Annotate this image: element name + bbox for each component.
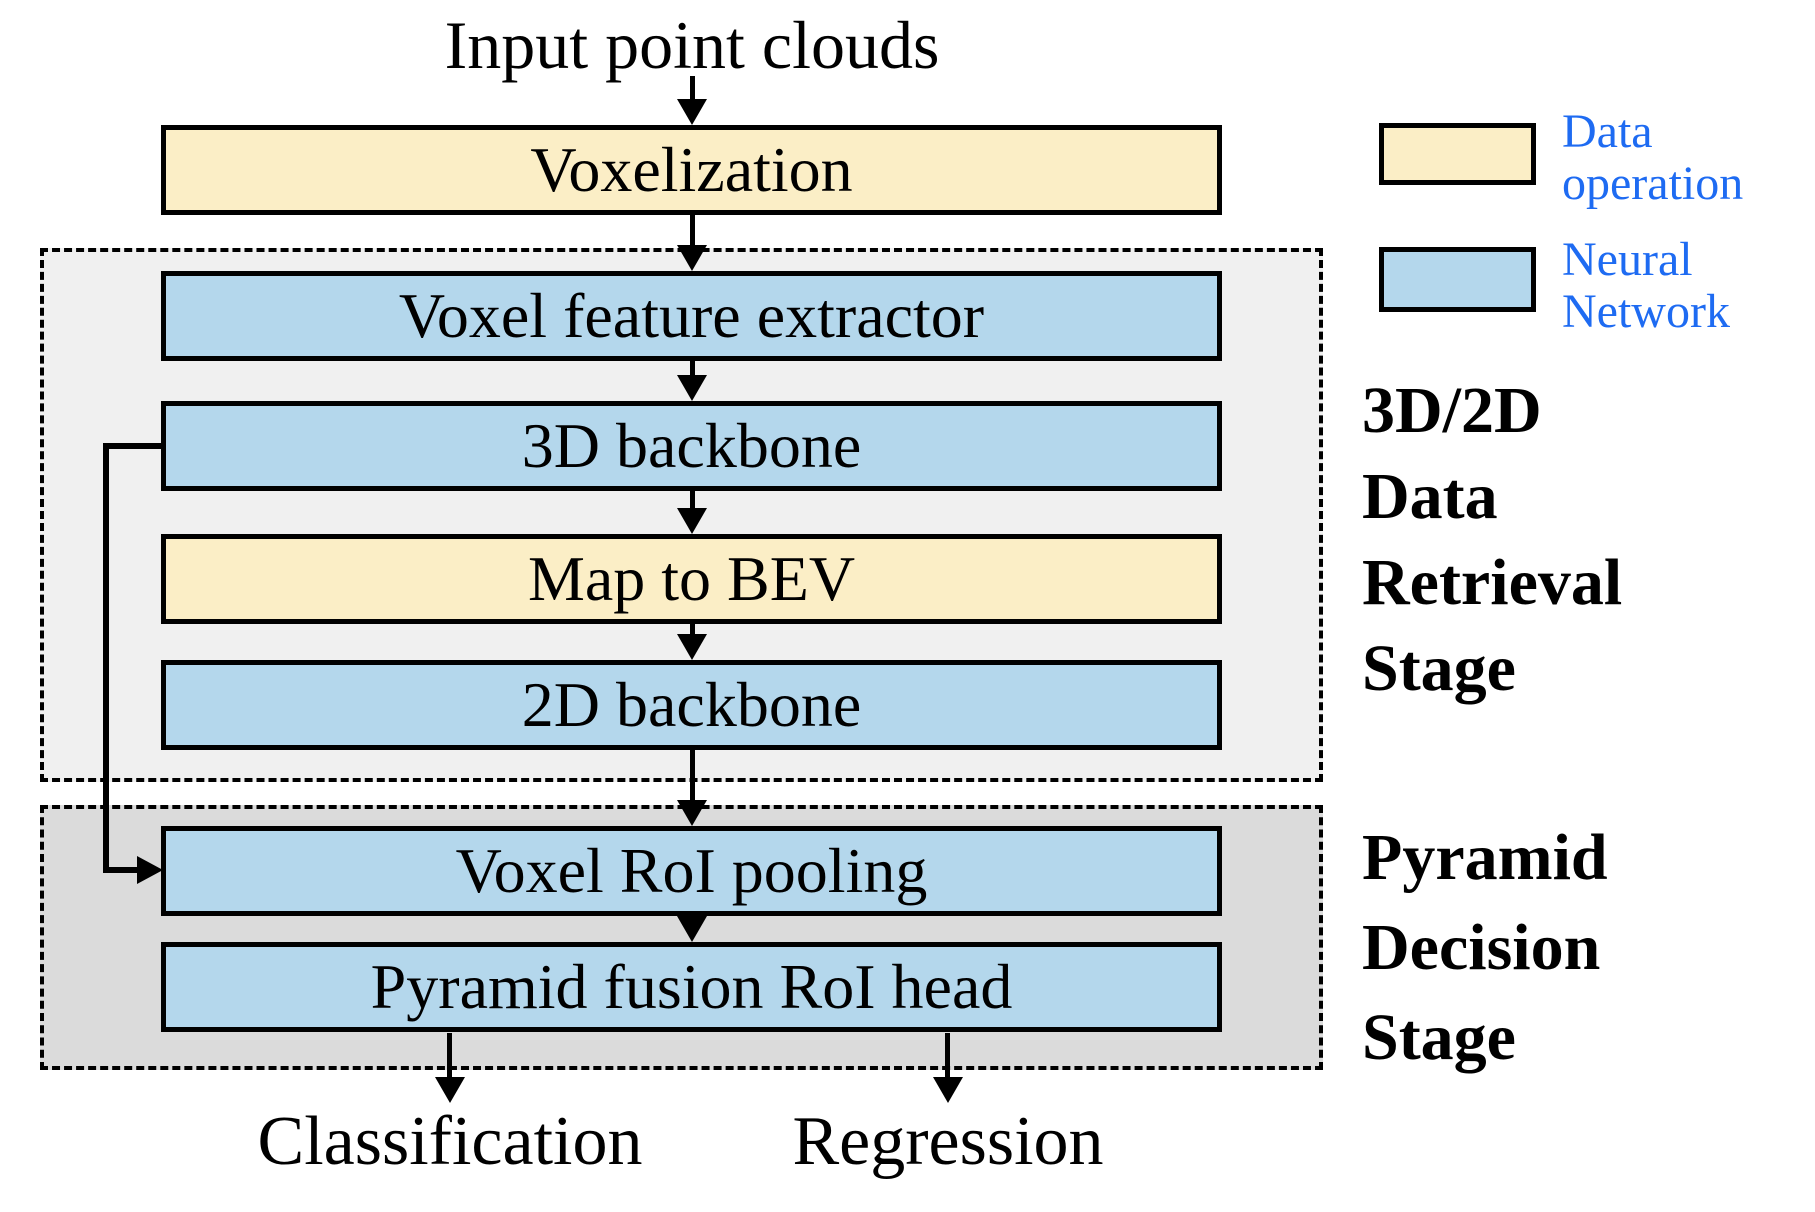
- skip-connection-bottom-segment: [103, 867, 140, 873]
- retrieval-stage-line-3: Retrieval: [1362, 546, 1623, 619]
- arrow-3d-backbone-to-bev: [690, 491, 695, 509]
- backbone-2d-label: 2D backbone: [521, 669, 862, 740]
- arrowhead-input-to-voxelization: [677, 99, 707, 125]
- decision-stage-line-1: Pyramid: [1362, 821, 1608, 894]
- arrowhead-bev-to-2d-backbone: [677, 634, 707, 660]
- arrowhead-head-to-classification: [435, 1077, 465, 1103]
- arrowhead-3d-backbone-to-bev: [677, 508, 707, 534]
- map-to-bev-box: Map to BEV: [161, 534, 1222, 624]
- arrowhead-2d-backbone-to-roi-pooling: [677, 800, 707, 826]
- pyramid-fusion-roi-head-box: Pyramid fusion RoI head: [161, 942, 1222, 1032]
- arrow-vfe-to-3d-backbone: [690, 361, 695, 376]
- retrieval-stage-line-1: 3D/2D: [1362, 374, 1542, 447]
- backbone-3d-box: 3D backbone: [161, 401, 1222, 491]
- arrowhead-head-to-regression: [933, 1077, 963, 1103]
- arrow-input-to-voxelization: [690, 76, 695, 100]
- voxel-roi-pooling-label: Voxel RoI pooling: [455, 835, 928, 906]
- voxel-roi-pooling-box: Voxel RoI pooling: [161, 826, 1222, 916]
- neural-network-legend-line-1: Neural: [1562, 233, 1693, 286]
- voxelization-box: Voxelization: [161, 125, 1222, 215]
- arrowhead-voxelization-to-vfe: [677, 245, 707, 271]
- backbone-3d-label: 3D backbone: [521, 410, 862, 481]
- neural-network-legend-label: Neural Network: [1562, 234, 1730, 338]
- neural-network-legend-line-2: Network: [1562, 285, 1730, 338]
- backbone-2d-box: 2D backbone: [161, 660, 1222, 750]
- map-to-bev-label: Map to BEV: [527, 543, 856, 614]
- data-operation-legend-line-2: operation: [1562, 157, 1744, 210]
- diagram-title: Input point clouds: [444, 7, 940, 83]
- decision-stage-line-3: Stage: [1362, 1001, 1516, 1074]
- regression-label: Regression: [792, 1103, 1104, 1180]
- retrieval-stage-line-2: Data: [1362, 460, 1498, 533]
- arrow-bev-to-2d-backbone: [690, 624, 695, 635]
- arrowhead-vfe-to-3d-backbone: [677, 375, 707, 401]
- retrieval-stage-line-4: Stage: [1362, 632, 1516, 705]
- decision-stage-label: Pyramid Decision Stage: [1362, 813, 1608, 1083]
- data-operation-legend-line-1: Data: [1562, 105, 1653, 158]
- arrow-head-to-regression: [945, 1033, 950, 1078]
- voxelization-label: Voxelization: [530, 134, 853, 205]
- data-operation-swatch: [1379, 123, 1536, 185]
- skip-connection-top-segment: [103, 443, 161, 449]
- decision-stage-line-2: Decision: [1362, 911, 1601, 984]
- arrowhead-roi-pooling-to-head: [677, 916, 707, 942]
- classification-label: Classification: [257, 1103, 643, 1180]
- voxel-feature-extractor-label: Voxel feature extractor: [398, 280, 985, 351]
- neural-network-swatch: [1379, 247, 1536, 312]
- pyramid-fusion-roi-head-label: Pyramid fusion RoI head: [370, 951, 1013, 1022]
- voxel-feature-extractor-box: Voxel feature extractor: [161, 271, 1222, 361]
- arrow-voxelization-to-vfe: [690, 215, 695, 246]
- arrow-head-to-classification: [447, 1033, 452, 1078]
- retrieval-stage-label: 3D/2D Data Retrieval Stage: [1362, 368, 1622, 712]
- arrow-2d-backbone-to-roi-pooling: [690, 750, 695, 801]
- skip-connection-arrowhead: [137, 856, 163, 884]
- skip-connection-vertical-segment: [103, 443, 109, 873]
- data-operation-legend-label: Data operation: [1562, 106, 1743, 210]
